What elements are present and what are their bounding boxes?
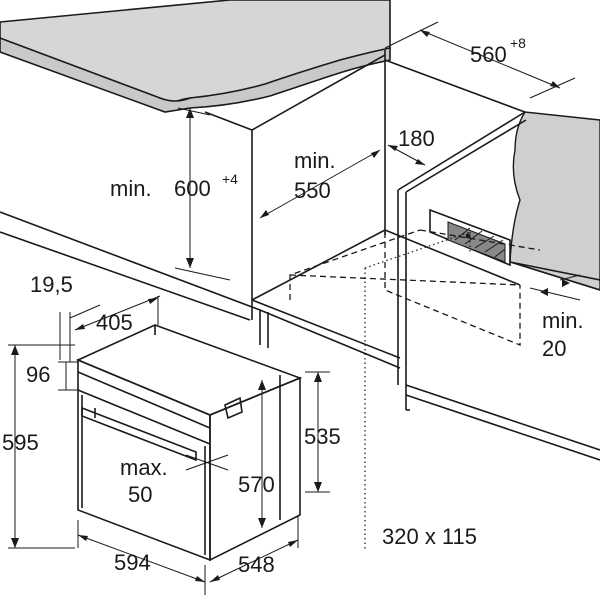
side-wall: [397, 111, 600, 461]
dimension-labels: 560 +8 min. 600 +4 min. 550 180 min. 20 …: [2, 35, 584, 577]
label-oven-height: 595: [2, 430, 39, 455]
countertop: [0, 0, 391, 113]
label-niche-width-tolerance: +8: [510, 35, 526, 51]
label-niche-height: 600: [174, 176, 211, 201]
dimension-lines: [8, 21, 581, 595]
oven: [75, 324, 303, 562]
label-vent-gap: 180: [398, 126, 435, 151]
label-oven-depth: 548: [238, 552, 275, 577]
label-front-depth: 405: [96, 310, 133, 335]
label-niche-depth-min: min.: [294, 148, 336, 173]
label-oven-body-height: 535: [304, 424, 341, 449]
label-handle-depth-max: max.: [120, 455, 168, 480]
label-panel-height: 96: [26, 362, 50, 387]
label-oven-inner-height: 570: [238, 472, 275, 497]
cabinet-niche: [0, 50, 600, 369]
hidden-lines: [289, 229, 541, 550]
label-vent-opening: 320 x 115: [382, 524, 477, 549]
label-niche-height-prefix: min.: [110, 176, 152, 201]
label-niche-depth: 550: [294, 178, 331, 203]
label-niche-width: 560: [470, 42, 507, 67]
label-niche-height-tolerance: +4: [222, 171, 238, 187]
label-side-gap: 20: [542, 336, 566, 361]
label-oven-width: 594: [114, 550, 151, 575]
label-side-gap-min: min.: [542, 308, 584, 333]
label-handle-depth: 50: [128, 482, 152, 507]
label-front-offset: 19,5: [30, 272, 73, 297]
